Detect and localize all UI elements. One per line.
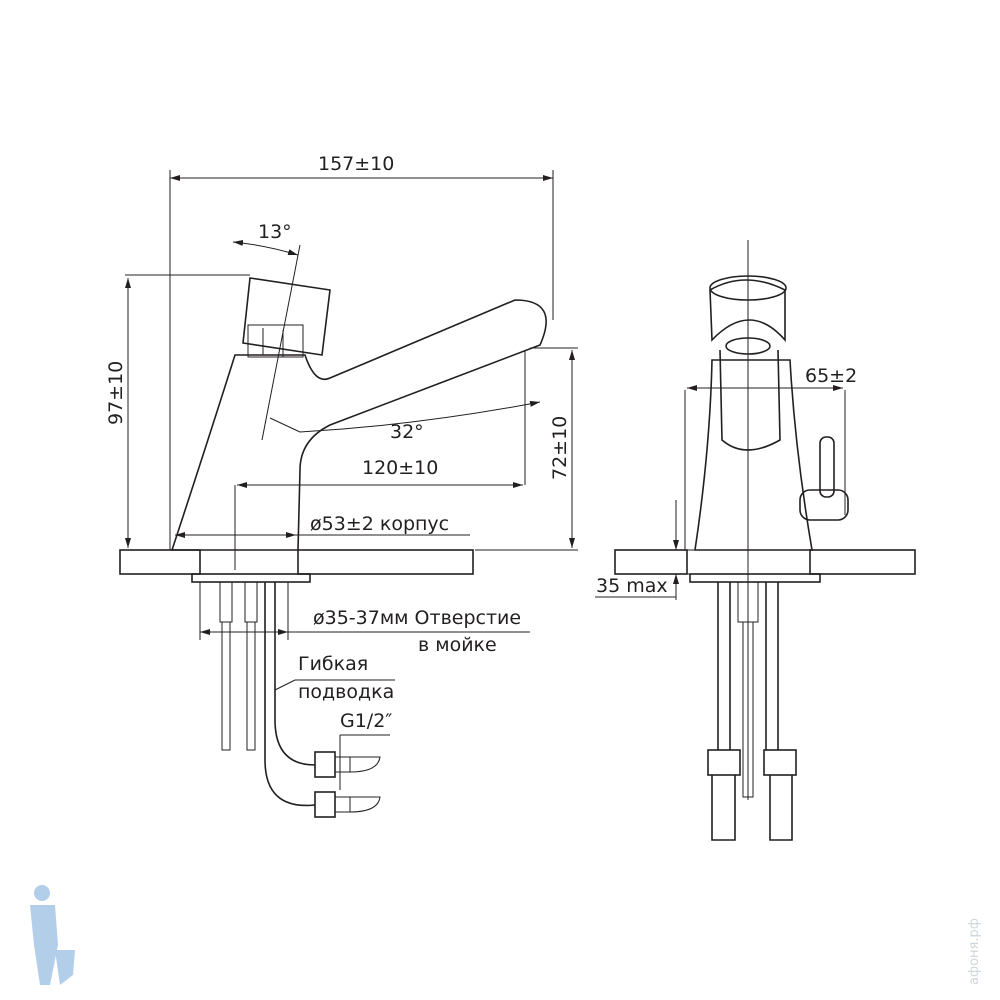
- dim-hole-line2: в мойке: [418, 634, 497, 656]
- dim-max-thickness: 35 max: [596, 575, 668, 597]
- hose: [274, 582, 316, 766]
- label-hose-line1: Гибкая: [298, 653, 368, 675]
- hose: [264, 582, 316, 807]
- dim-hole-line1: ø35-37мм Отверстие: [313, 607, 521, 629]
- faucet-body-front: [694, 359, 813, 551]
- dim-total-length: 157±10: [318, 153, 394, 175]
- label-hose-line2: подводка: [298, 681, 394, 703]
- mounting-stud: [246, 621, 256, 751]
- watermark: афоня.рф: [967, 918, 982, 985]
- dim-body-diameter: ø53±2 корпус: [310, 513, 449, 535]
- countertop-left: [119, 549, 201, 575]
- label-thread: G1/2″: [340, 710, 392, 732]
- dim-handle-angle: 13°: [258, 221, 292, 243]
- dim-height: 97±10: [105, 361, 127, 425]
- side-view: [119, 170, 578, 818]
- dim-spout-reach: 120±10: [362, 457, 438, 479]
- mounting-stud: [221, 621, 231, 751]
- dim-side-offset: 65±2: [805, 365, 857, 387]
- faucet-body: [170, 299, 547, 551]
- dim-spout-angle: 32°: [390, 421, 424, 443]
- countertop-right: [297, 549, 474, 575]
- plumber-logo-icon: [30, 885, 75, 985]
- washer: [191, 573, 311, 583]
- front-view: [595, 240, 916, 841]
- push-button: [242, 277, 331, 356]
- dim-spout-height: 72±10: [549, 416, 571, 480]
